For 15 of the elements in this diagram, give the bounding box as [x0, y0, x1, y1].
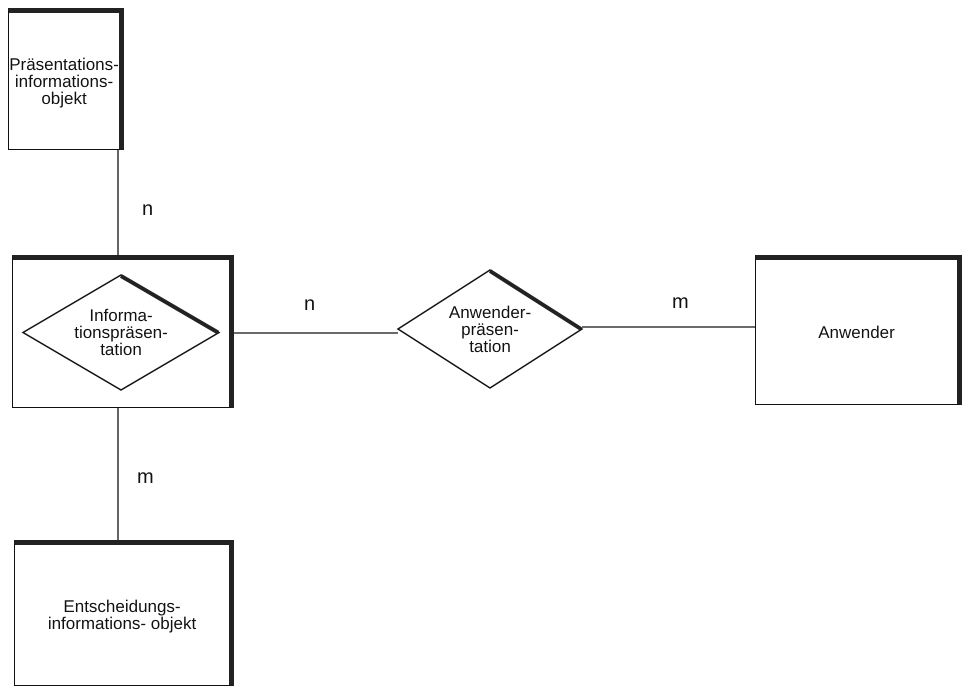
entity-box	[8, 8, 124, 150]
connector-line	[234, 332, 398, 334]
relationship-diamond	[398, 270, 582, 388]
node-text: Anwender- präsen- tation	[448, 304, 532, 354]
node-text: Informa- tionspräsen- tation	[73, 307, 169, 358]
connector-line	[117, 408, 119, 540]
entity-box	[14, 540, 234, 686]
connector-line	[582, 326, 755, 328]
node-text: Entscheidungs- informations- objekt	[47, 598, 197, 632]
node-text: Präsentations- informations- objekt	[9, 56, 119, 106]
relationship-diamond	[23, 275, 219, 390]
node-text: Anwender	[818, 324, 895, 340]
connector-line	[117, 150, 119, 255]
entity-box	[755, 255, 962, 405]
relationship-entity-box	[12, 255, 234, 408]
